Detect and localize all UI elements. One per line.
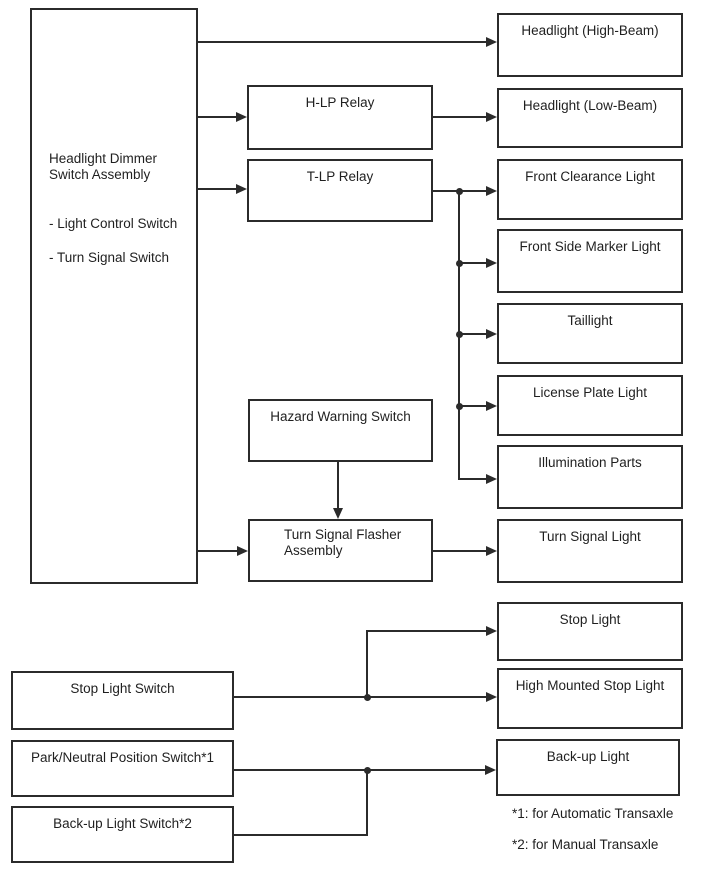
- backup-light-switch-label: Back-up Light Switch*2: [53, 816, 192, 831]
- connector-line: [459, 333, 488, 335]
- front-side-marker-light-box: Front Side Marker Light: [497, 229, 683, 293]
- connector-line: [234, 834, 368, 836]
- license-plate-light-box: License Plate Light: [497, 375, 683, 436]
- arrow-head: [486, 186, 497, 196]
- connector-line: [234, 696, 488, 698]
- illumination-parts-box: Illumination Parts: [497, 445, 683, 509]
- connector-line: [459, 262, 488, 264]
- connector-line: [433, 550, 488, 552]
- tlp-relay-box: T-LP Relay: [247, 159, 433, 222]
- hazard-warning-switch-box: Hazard Warning Switch: [248, 399, 433, 462]
- backup-light-switch-box: Back-up Light Switch*2: [11, 806, 234, 863]
- headlight-low-beam-label: Headlight (Low-Beam): [522, 98, 658, 113]
- stop-light-switch-label: Stop Light Switch: [70, 681, 175, 696]
- headlight-high-beam-label: Headlight (High-Beam): [521, 23, 659, 38]
- hlp-relay-label: H-LP Relay: [305, 95, 375, 110]
- stop-light-switch-box: Stop Light Switch: [11, 671, 234, 730]
- connector-line: [198, 116, 237, 118]
- footnote-automatic-transaxle: *1: for Automatic Transaxle: [512, 806, 674, 821]
- high-mounted-stop-light-label: High Mounted Stop Light: [515, 678, 665, 693]
- arrow-head: [485, 765, 496, 775]
- front-clearance-light-label: Front Clearance Light: [525, 169, 655, 184]
- high-mounted-stop-light-box: High Mounted Stop Light: [497, 668, 683, 729]
- dimmer-box-title: Headlight Dimmer Switch Assembly: [49, 151, 158, 182]
- arrow-head: [333, 508, 343, 519]
- arrow-head: [486, 692, 497, 702]
- turn-signal-light-label: Turn Signal Light: [539, 529, 641, 544]
- license-plate-light-label: License Plate Light: [532, 385, 648, 400]
- hlp-relay-box: H-LP Relay: [247, 85, 433, 150]
- turn-signal-flasher-assembly-label: Turn Signal Flasher Assembly: [284, 527, 402, 558]
- connector-line: [459, 405, 488, 407]
- footnote-manual-transaxle: *2: for Manual Transaxle: [512, 837, 659, 852]
- front-side-marker-light-label: Front Side Marker Light: [519, 239, 661, 254]
- stop-light-box: Stop Light: [497, 602, 683, 661]
- connector-line: [433, 116, 488, 118]
- arrow-head: [486, 258, 497, 268]
- arrow-head: [486, 112, 497, 122]
- taillight-box: Taillight: [497, 303, 683, 364]
- park-neutral-position-switch-label: Park/Neutral Position Switch*1: [30, 750, 215, 765]
- headlight-dimmer-switch-assembly-box: Headlight Dimmer Switch Assembly - Light…: [30, 8, 198, 584]
- park-neutral-position-switch-box: Park/Neutral Position Switch*1: [11, 740, 234, 797]
- turn-signal-light-box: Turn Signal Light: [497, 519, 683, 583]
- dimmer-box-item-turn-signal: - Turn Signal Switch: [49, 250, 170, 265]
- junction-dot: [456, 260, 463, 267]
- dimmer-box-item-light-control: - Light Control Switch: [49, 216, 178, 231]
- arrow-head: [236, 184, 247, 194]
- arrow-head: [486, 401, 497, 411]
- arrow-head: [237, 546, 248, 556]
- junction-dot: [456, 331, 463, 338]
- connector-line: [198, 550, 238, 552]
- connector-line: [234, 769, 487, 771]
- front-clearance-light-box: Front Clearance Light: [497, 159, 683, 220]
- junction-dot: [364, 694, 371, 701]
- arrow-head: [236, 112, 247, 122]
- taillight-label: Taillight: [567, 313, 613, 328]
- connector-line: [198, 41, 488, 43]
- backup-light-box: Back-up Light: [496, 739, 680, 796]
- connector-line: [198, 188, 237, 190]
- backup-light-label: Back-up Light: [546, 749, 630, 764]
- stop-light-label: Stop Light: [559, 612, 621, 627]
- arrow-head: [486, 474, 497, 484]
- headlight-low-beam-box: Headlight (Low-Beam): [497, 88, 683, 148]
- junction-dot: [456, 403, 463, 410]
- arrow-head: [486, 329, 497, 339]
- arrow-head: [486, 626, 497, 636]
- hazard-warning-switch-label: Hazard Warning Switch: [270, 409, 411, 424]
- connector-line: [459, 478, 488, 480]
- arrow-head: [486, 546, 497, 556]
- tlp-relay-label: T-LP Relay: [306, 169, 374, 184]
- connector-line: [337, 462, 339, 509]
- illumination-parts-label: Illumination Parts: [538, 455, 642, 470]
- connector-line: [366, 630, 488, 632]
- connector-line: [366, 770, 368, 836]
- arrow-head: [486, 37, 497, 47]
- turn-signal-flasher-assembly-box: Turn Signal Flasher Assembly: [248, 519, 433, 582]
- headlight-high-beam-box: Headlight (High-Beam): [497, 13, 683, 77]
- connector-line: [366, 631, 368, 697]
